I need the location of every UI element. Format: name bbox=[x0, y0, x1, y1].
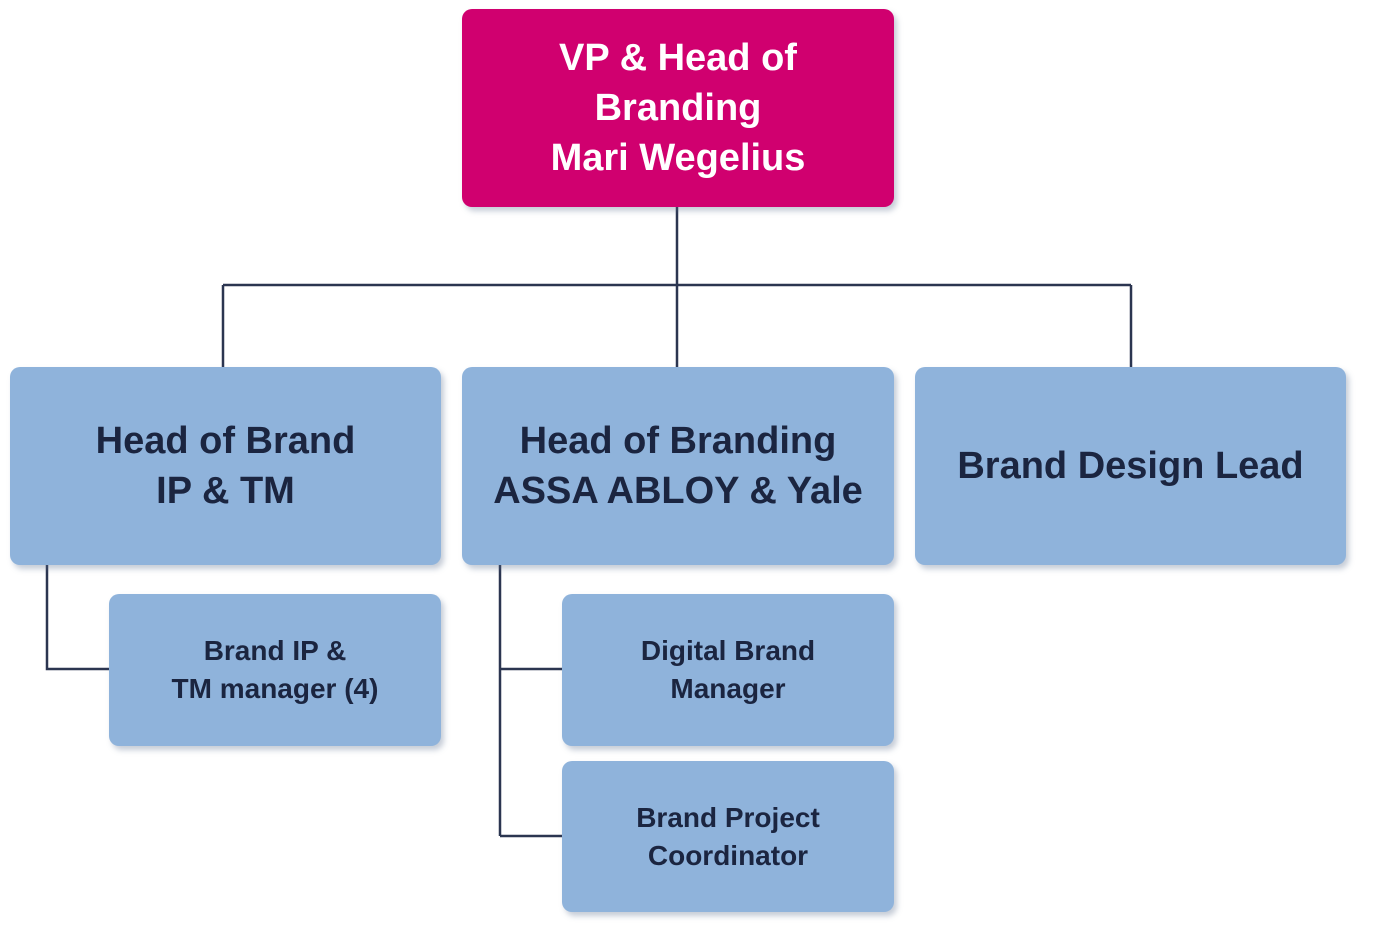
node-head-of-brand-ip-tm: Head of Brand IP & TM bbox=[10, 367, 441, 565]
node-brand-design-lead: Brand Design Lead bbox=[915, 367, 1346, 565]
node-digital-brand-manager: Digital Brand Manager bbox=[562, 594, 894, 746]
node-title: Head of Branding ASSA ABLOY & Yale bbox=[493, 420, 863, 512]
node-brand-project-coordinator: Brand Project Coordinator bbox=[562, 761, 894, 912]
node-head-of-branding-assa-abloy-yale: Head of Branding ASSA ABLOY & Yale bbox=[462, 367, 894, 565]
node-brand-ip-tm-manager: Brand IP & TM manager (4) bbox=[109, 594, 441, 746]
node-title: Brand Design Lead bbox=[957, 445, 1304, 487]
node-title: Head of Brand IP & TM bbox=[95, 420, 356, 512]
node-title: Brand IP & TM manager (4) bbox=[171, 635, 379, 704]
node-title: Brand Project Coordinator bbox=[636, 801, 820, 871]
node-vp-head-of-branding: VP & Head of Branding Mari Wegelius bbox=[462, 9, 894, 207]
node-title: Digital Brand Manager bbox=[640, 635, 816, 704]
connector-dept-1-to-report-1 bbox=[45, 565, 110, 671]
node-title: VP & Head of Branding Mari Wegelius bbox=[550, 37, 806, 179]
